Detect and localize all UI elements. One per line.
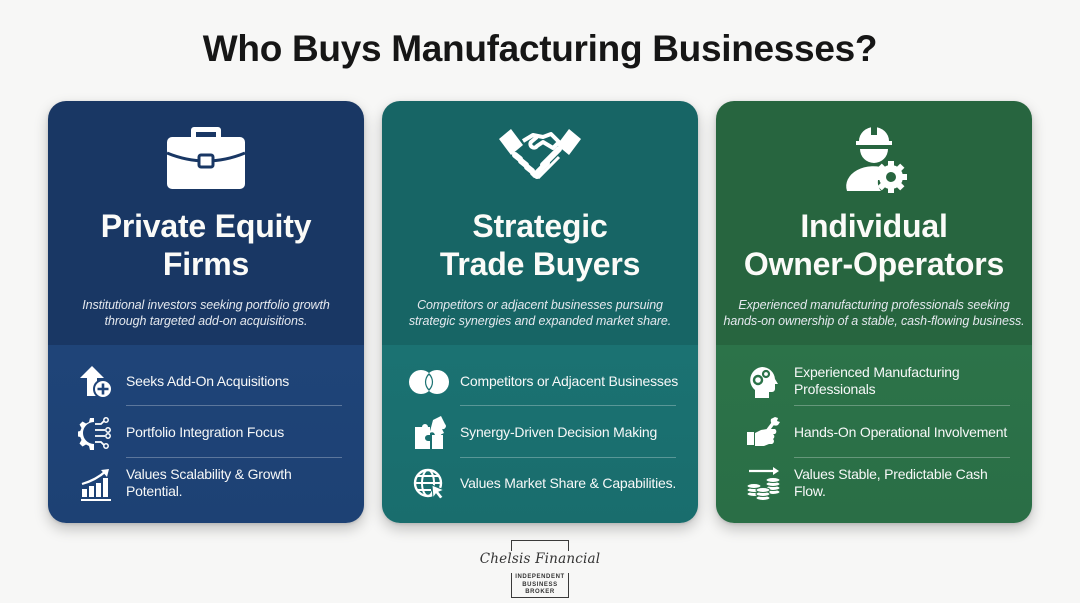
feature-label: Values Stable, Predictable Cash Flow. <box>794 466 988 499</box>
card-title-line1: Strategic <box>472 208 608 244</box>
head-gears-icon <box>746 364 782 400</box>
arrow-up-plus-icon <box>78 364 114 400</box>
card-title-line1: Private Equity <box>100 208 312 244</box>
feature-item: Values Scalability & Growth Potential. <box>48 457 364 509</box>
divider <box>460 457 676 458</box>
card-title-line1: Individual <box>800 208 948 244</box>
feature-item: Competitors or Adjacent Businesses <box>382 355 698 407</box>
briefcase-icon <box>161 119 251 195</box>
logo-frame-gap <box>478 551 602 573</box>
card-description-line1: Experienced manufacturing professionals … <box>738 298 1010 312</box>
globe-cursor-icon <box>412 466 448 502</box>
logo-subtitle-line3: BROKER <box>525 589 555 595</box>
feature-item: Portfolio Integration Focus <box>48 406 364 458</box>
feature-label: Values Scalability & Growth Potential. <box>126 466 292 499</box>
divider <box>126 457 342 458</box>
card-strategic-buyers: Strategic Trade Buyers Competitors or ad… <box>382 101 698 523</box>
card-header: Individual Owner-Operators Experienced m… <box>716 101 1032 345</box>
feature-item: Experienced Manufacturing Professionals <box>716 355 1032 407</box>
card-private-equity: Private Equity Firms Institutional inves… <box>48 101 364 523</box>
divider <box>126 405 342 406</box>
page-title: Who Buys Manufacturing Businesses? <box>202 28 878 69</box>
feature-item: Values Market Share & Capabilities. <box>382 457 698 509</box>
logo-name: Chelsis Financial <box>479 551 601 567</box>
hand-wrench-icon <box>746 415 782 451</box>
card-description-line2: through targeted add-on acquisitions. <box>104 314 308 328</box>
card-features: Seeks Add-On Acquisitions Portfolio Inte… <box>48 345 364 523</box>
card-description-line2: hands-on ownership of a stable, cash-flo… <box>723 314 1025 328</box>
card-title-line2: Owner-Operators <box>743 246 1005 282</box>
gear-circuit-icon <box>78 415 114 451</box>
feature-label: Hands-On Operational Involvement <box>794 423 1008 440</box>
overlapping-circles-icon <box>408 364 450 400</box>
feature-item: Synergy-Driven Decision Making <box>382 406 698 458</box>
handshake-icon <box>495 119 585 195</box>
feature-label: Synergy-Driven Decision Making <box>460 423 658 440</box>
feature-label: Experienced Manufacturing Professionals <box>794 364 960 397</box>
coins-arrow-icon <box>746 466 782 502</box>
worker-gear-icon <box>829 119 919 195</box>
card-description-line2: strategic synergies and expanded market … <box>408 314 672 328</box>
card-owner-operators: Individual Owner-Operators Experienced m… <box>716 101 1032 523</box>
logo-subtitle-line1: INDEPENDENT <box>515 574 565 580</box>
feature-label: Competitors or Adjacent Businesses <box>460 372 679 389</box>
card-title-line2: Trade Buyers <box>439 246 641 282</box>
divider <box>794 457 1010 458</box>
card-description-line1: Institutional investors seeking portfoli… <box>82 298 330 312</box>
card-features: Experienced Manufacturing Professionals … <box>716 345 1032 523</box>
puzzle-icon <box>412 415 448 451</box>
feature-item: Seeks Add-On Acquisitions <box>48 355 364 407</box>
card-header: Private Equity Firms Institutional inves… <box>48 101 364 345</box>
feature-item: Values Stable, Predictable Cash Flow. <box>716 457 1032 509</box>
card-title-line2: Firms <box>162 246 250 282</box>
feature-label: Seeks Add-On Acquisitions <box>126 372 290 389</box>
divider <box>794 405 1010 406</box>
card-features: Competitors or Adjacent Businesses Syner… <box>382 345 698 523</box>
feature-label: Portfolio Integration Focus <box>126 423 285 440</box>
card-header: Strategic Trade Buyers Competitors or ad… <box>382 101 698 345</box>
growth-chart-icon <box>78 466 114 502</box>
card-description-line1: Competitors or adjacent businesses pursu… <box>417 298 663 312</box>
logo-subtitle-line2: BUSINESS <box>522 581 558 588</box>
feature-item: Hands-On Operational Involvement <box>716 406 1032 458</box>
logo-subtitle: INDEPENDENT BUSINESS BROKER <box>500 574 580 597</box>
divider <box>460 405 676 406</box>
feature-label: Values Market Share & Capabilities. <box>460 474 677 491</box>
